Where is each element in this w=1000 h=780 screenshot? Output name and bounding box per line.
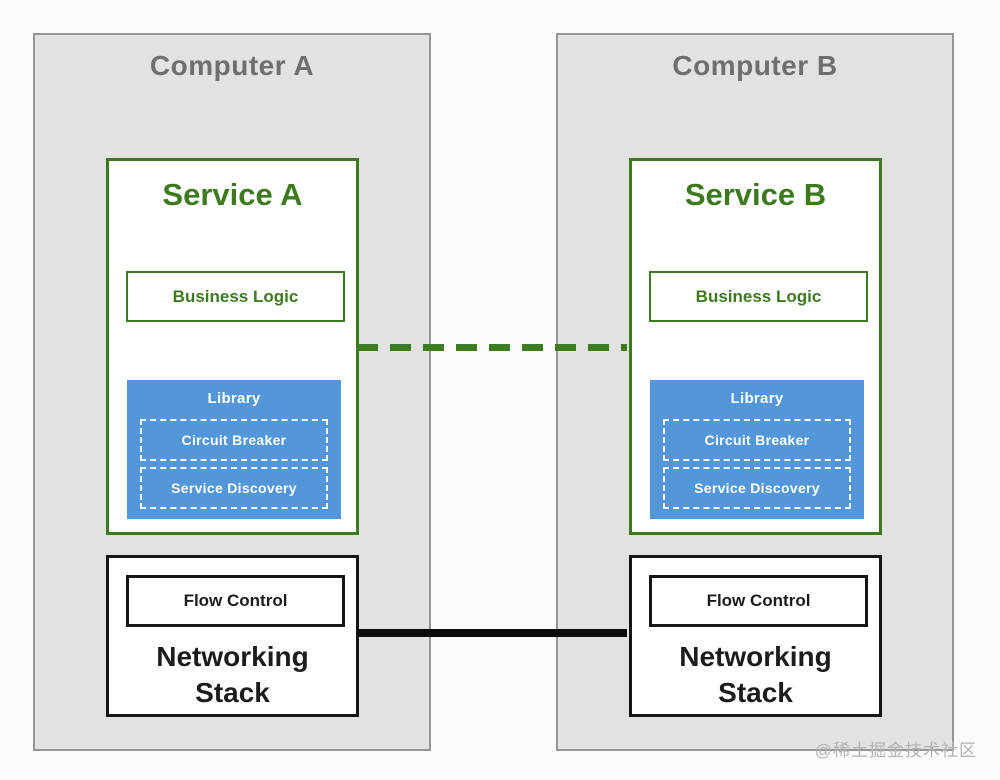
business-logic-box: Business Logic [649, 271, 868, 322]
library-title: Library [207, 390, 261, 407]
library-box: Library Circuit Breaker Service Discover… [127, 380, 341, 519]
flow-control-box: Flow Control [126, 575, 345, 627]
computer-a-title: Computer A [149, 50, 315, 81]
library-title: Library [730, 390, 784, 407]
networking-stack-b-box: Flow Control Networking Stack [629, 555, 882, 717]
watermark-text: @稀土掘金技术社区 [814, 741, 977, 760]
service-b-box: Service B Business Logic Library Circuit… [629, 158, 882, 535]
flow-control-box: Flow Control [649, 575, 868, 627]
networking-stack-label: Networking Stack [156, 641, 309, 708]
network-to-network-solid-line [357, 629, 627, 637]
library-box: Library Circuit Breaker Service Discover… [650, 380, 864, 519]
circuit-breaker-box: Circuit Breaker [663, 419, 851, 461]
service-discovery-box: Service Discovery [140, 467, 328, 509]
business-logic-box: Business Logic [126, 271, 345, 322]
service-discovery-box: Service Discovery [663, 467, 851, 509]
service-a-title: Service A [162, 177, 303, 212]
service-a-box: Service A Business Logic Library Circuit… [106, 158, 359, 535]
service-to-service-dashed-line [357, 344, 627, 351]
computer-b-box: Computer B Service B Business Logic Libr… [556, 33, 954, 751]
networking-stack-label: Networking Stack [679, 641, 832, 708]
service-b-title: Service B [684, 177, 827, 212]
circuit-breaker-box: Circuit Breaker [140, 419, 328, 461]
computer-b-title: Computer B [672, 50, 838, 81]
computer-a-box: Computer A Service A Business Logic Libr… [33, 33, 431, 751]
networking-stack-a-box: Flow Control Networking Stack [106, 555, 359, 717]
